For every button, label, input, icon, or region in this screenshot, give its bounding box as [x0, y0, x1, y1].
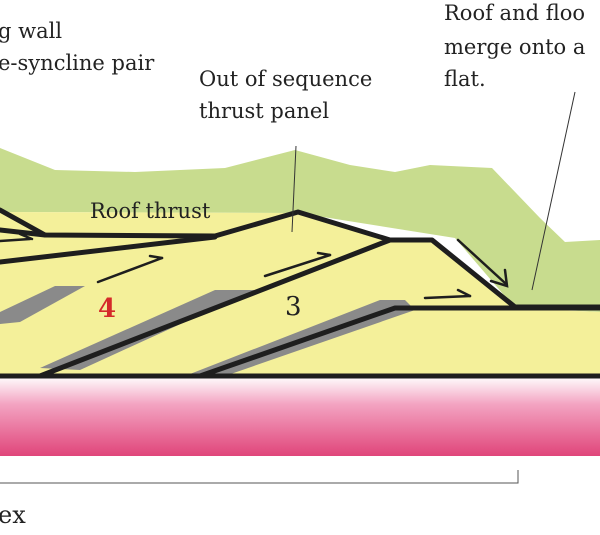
label-panel-3: 3	[285, 292, 302, 322]
ramp-layer-middle	[40, 290, 255, 370]
arrow-panel-3	[263, 253, 332, 278]
arrow-roof-ramp	[456, 238, 507, 285]
roof-thrust-line	[0, 207, 600, 310]
label-merge-onto: merge onto a	[444, 35, 586, 59]
arrow-panel-3-head	[316, 251, 332, 257]
leader-lines	[291, 91, 576, 291]
label-panel-4: 4	[98, 294, 117, 324]
label-roof-thrust: Roof thrust	[90, 199, 211, 223]
slip-arrows	[0, 232, 509, 300]
label-roof-and-floor: Roof and floo	[444, 1, 586, 25]
arrow-panel-4	[96, 256, 164, 284]
label-thrust-panel: thrust panel	[199, 99, 330, 123]
arrow-panel-4-head	[148, 254, 164, 260]
ramp-layer-left	[0, 286, 85, 324]
label-syncline-pair: e-syncline pair	[0, 51, 155, 75]
thrust-ramp-1	[0, 234, 218, 265]
thrust-ramp-left	[0, 227, 48, 238]
thrust-ramp-2	[37, 237, 393, 379]
thrust-ramp-3	[197, 305, 600, 379]
leader-roof-floor-merge	[531, 91, 576, 291]
label-out-of-sequence: Out of sequence	[199, 67, 373, 91]
leader-out-of-sequence	[291, 145, 297, 233]
basement-layer	[0, 376, 600, 456]
arrow-roof-ramp-head	[489, 268, 509, 288]
fault-lines	[0, 207, 600, 379]
label-duplex: ex	[0, 501, 26, 529]
label-wall: g wall	[0, 19, 63, 43]
arrow-left-edge-head	[18, 232, 34, 241]
label-flat: flat.	[444, 67, 486, 91]
overburden-layer	[0, 148, 600, 312]
arrow-left-edge	[0, 237, 32, 243]
arrow-flat	[423, 294, 472, 300]
arrow-flat-head	[456, 288, 472, 298]
duplex-extent-bracket	[0, 470, 519, 484]
